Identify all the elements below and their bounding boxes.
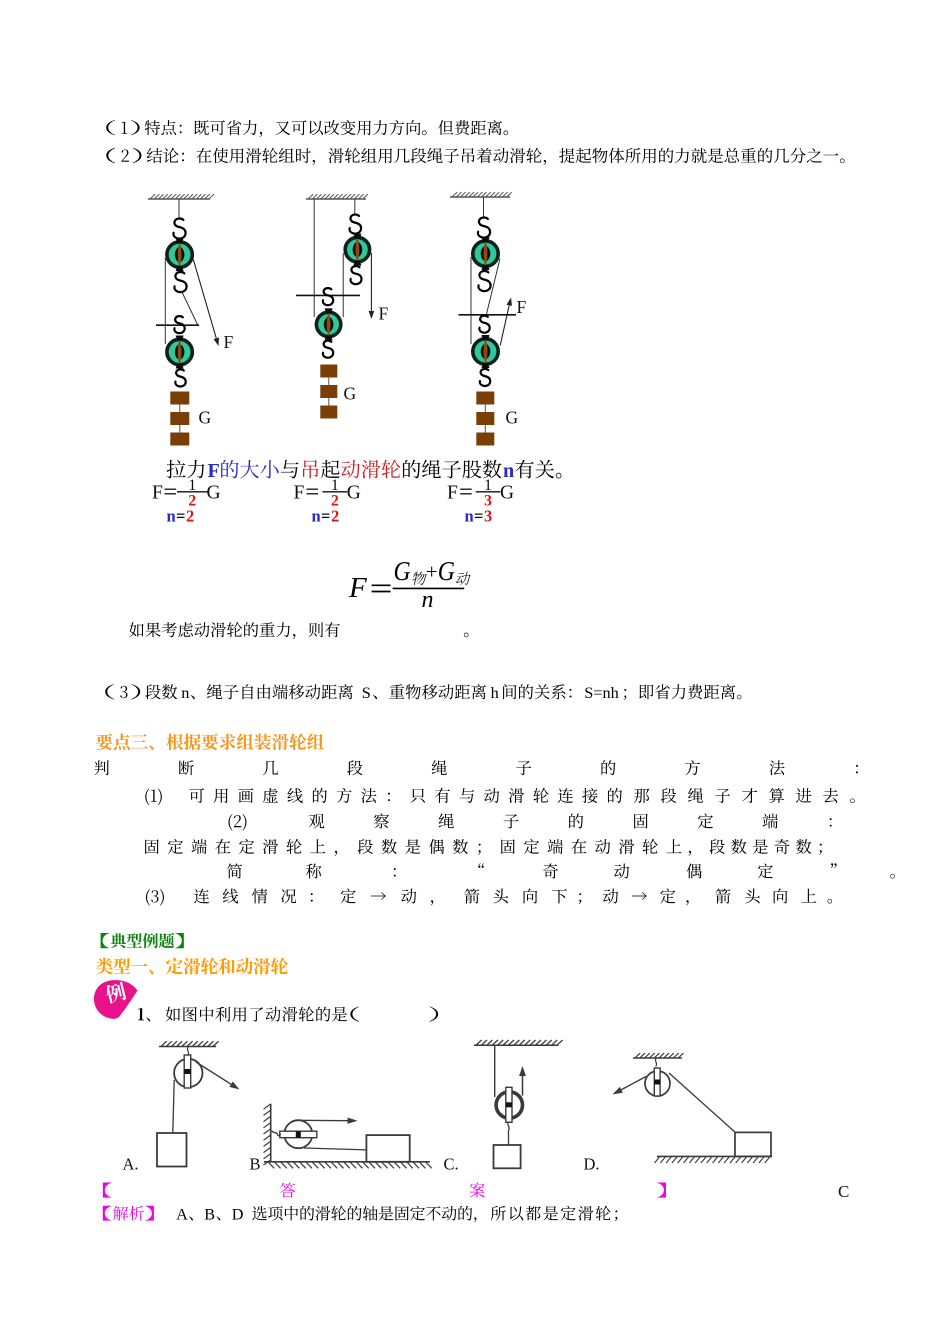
svg-text:1: 1	[484, 477, 492, 494]
svg-text:B: B	[250, 1155, 261, 1174]
svg-text:G: G	[394, 556, 411, 587]
svg-text:S: S	[362, 683, 371, 702]
svg-text:1: 1	[331, 477, 339, 494]
svg-text:G: G	[347, 482, 361, 503]
svg-text:F: F	[224, 332, 234, 352]
svg-text:D.: D.	[584, 1155, 600, 1174]
svg-text:F: F	[294, 482, 305, 503]
svg-text:C: C	[838, 1182, 849, 1201]
svg-text:C.: C.	[444, 1155, 459, 1174]
svg-text:2: 2	[331, 493, 339, 510]
svg-text:2: 2	[188, 493, 196, 510]
svg-text:=: =	[321, 506, 330, 525]
svg-text:h: h	[491, 683, 499, 702]
svg-text:F: F	[447, 482, 458, 503]
svg-text:A.: A.	[123, 1155, 139, 1174]
svg-text:F: F	[348, 572, 367, 604]
svg-text:G: G	[506, 408, 519, 428]
svg-text:G: G	[207, 482, 221, 503]
svg-text:1: 1	[188, 477, 196, 494]
svg-text:3: 3	[484, 493, 492, 510]
svg-text:=: =	[474, 506, 483, 525]
svg-text:F: F	[208, 460, 220, 482]
svg-text:n: n	[422, 587, 434, 613]
svg-text:A: A	[176, 1205, 188, 1223]
svg-text:G: G	[438, 556, 455, 587]
svg-text:F: F	[379, 304, 389, 324]
svg-text:F: F	[152, 482, 163, 503]
svg-text:n: n	[312, 506, 321, 525]
svg-text:n: n	[181, 683, 189, 702]
svg-text:3: 3	[484, 506, 492, 525]
svg-text:S=nh: S=nh	[584, 683, 619, 702]
svg-text:n: n	[465, 506, 474, 525]
svg-text:2: 2	[186, 506, 194, 525]
svg-text:D: D	[232, 1205, 244, 1223]
svg-text:n: n	[503, 460, 514, 482]
svg-text:n: n	[167, 506, 176, 525]
svg-text:G: G	[199, 408, 212, 428]
svg-text:F: F	[517, 297, 527, 317]
svg-text:G: G	[500, 482, 514, 503]
svg-text:B: B	[204, 1205, 215, 1223]
svg-text:+: +	[426, 560, 438, 584]
svg-text:2: 2	[331, 506, 339, 525]
svg-text:=: =	[176, 506, 185, 525]
svg-text:G: G	[344, 384, 357, 404]
